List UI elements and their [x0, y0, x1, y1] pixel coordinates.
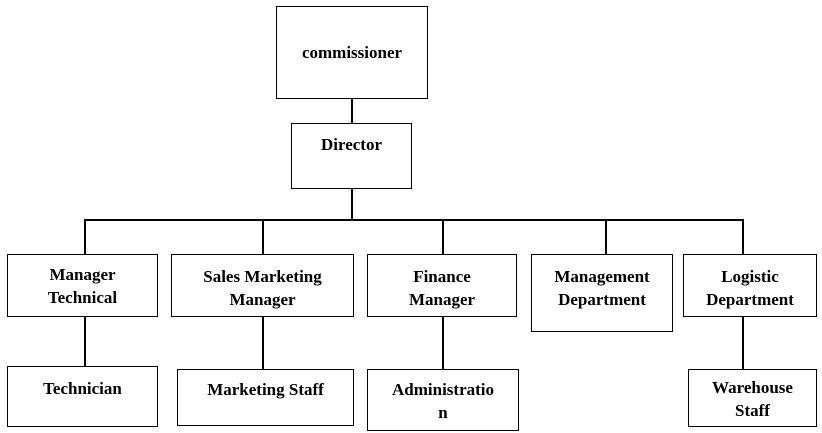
management-department-label: Management Department — [554, 267, 650, 309]
technician-label: Technician — [43, 379, 122, 398]
connector-logistic-department-warehouse-staff — [742, 317, 744, 369]
technician-box: Technician — [7, 366, 158, 427]
commissioner-label: commissioner — [301, 43, 403, 62]
manager-technical-label: Manager Technical — [47, 265, 118, 307]
marketing-staff-label: Marketing Staff — [207, 380, 324, 399]
connector-manager-technical-technician — [84, 317, 86, 366]
sales-marketing-manager-label: Sales Marketing Manager — [203, 267, 322, 309]
connector-bus-sales-marketing-manager — [262, 219, 264, 254]
connector-bus-management-department — [605, 219, 607, 254]
connector-sales-manager-marketing-staff — [262, 317, 264, 369]
warehouse-staff-box: Warehouse Staff — [688, 369, 817, 427]
finance-manager-box: Finance Manager — [367, 254, 517, 317]
connector-finance-manager-administration — [442, 317, 444, 369]
management-department-box: Management Department — [531, 254, 673, 332]
marketing-staff-box: Marketing Staff — [177, 369, 354, 426]
logistic-department-box: Logistic Department — [683, 254, 817, 317]
warehouse-staff-label: Warehouse Staff — [712, 378, 793, 420]
administration-label: Administratio n — [392, 380, 494, 422]
commissioner-box: commissioner — [276, 6, 428, 99]
connector-director-bus — [351, 189, 353, 219]
connector-horizontal-bus — [84, 219, 742, 221]
administration-box: Administratio n — [367, 369, 519, 431]
logistic-department-label: Logistic Department — [706, 267, 794, 309]
connector-bus-logistic-department — [742, 219, 744, 254]
director-label: Director — [320, 135, 383, 154]
director-box: Director — [291, 123, 412, 189]
sales-marketing-manager-box: Sales Marketing Manager — [171, 254, 354, 317]
connector-commissioner-director — [351, 99, 353, 123]
manager-technical-box: Manager Technical — [7, 254, 158, 317]
connector-bus-finance-manager — [442, 219, 444, 254]
finance-manager-label: Finance Manager — [408, 267, 476, 309]
connector-bus-manager-technical — [84, 219, 86, 254]
